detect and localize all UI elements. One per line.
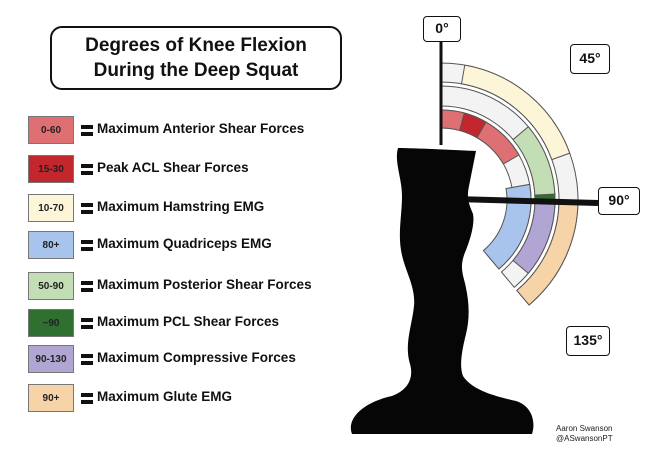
leg-silhouette: [350, 148, 534, 434]
arc-rings: [440, 62, 579, 306]
angle-label-0: 0°: [423, 16, 461, 42]
equals-icon: [81, 161, 93, 177]
arc-band-3: [460, 64, 571, 161]
legend: 0-60 Maximum Anterior Shear Forces 15-30…: [28, 116, 312, 412]
equals-icon: [81, 122, 93, 138]
legend-range: 15-30: [38, 163, 64, 175]
legend-swatch: 10-70: [28, 194, 74, 222]
author-name: Aaron Swanson: [556, 424, 613, 433]
author-credit: Aaron Swanson @ASwansonPT: [556, 424, 646, 444]
legend-range: ~90: [42, 317, 60, 329]
legend-label: Maximum Glute EMG: [97, 389, 233, 404]
title-box: Degrees of Knee Flexion During the Deep …: [50, 26, 342, 90]
legend-swatch: 80+: [28, 231, 74, 259]
legend-range: 0-60: [40, 124, 61, 136]
title-line-1: Degrees of Knee Flexion: [85, 35, 307, 56]
legend-range: 10-70: [38, 202, 64, 214]
author-handle: @ASwansonPT: [556, 434, 613, 443]
legend-range: 90-130: [35, 353, 67, 365]
equals-icon: [81, 278, 93, 294]
title-line-2: During the Deep Squat: [93, 60, 299, 81]
ninety-degree-line: [454, 196, 599, 206]
angle-label-135: 135°: [566, 326, 610, 356]
legend-label: Maximum Quadriceps EMG: [97, 236, 272, 251]
angle-label-90: 90°: [598, 187, 640, 215]
arc-band-8: [516, 199, 579, 306]
legend-range: 50-90: [38, 280, 64, 292]
legend-swatch: ~90: [28, 309, 74, 337]
legend-range: 90+: [42, 392, 60, 404]
legend-label: Maximum PCL Shear Forces: [97, 314, 280, 329]
arc-band-2: [459, 112, 487, 139]
legend-swatch: 90+: [28, 384, 74, 412]
angle-label-45: 45°: [570, 44, 610, 74]
legend-swatch: 15-30: [28, 155, 74, 183]
legend-swatch: 50-90: [28, 272, 74, 300]
legend-label: Maximum Posterior Shear Forces: [97, 277, 312, 292]
arc-band-4: [482, 183, 532, 270]
legend-swatch: 90-130: [28, 345, 74, 373]
equals-icon: [81, 351, 93, 367]
equals-icon: [81, 237, 93, 253]
legend-label: Maximum Compressive Forces: [97, 350, 296, 365]
bone-axis-lines: [439, 40, 599, 206]
arc-band-7: [512, 199, 556, 274]
legend-label: Maximum Hamstring EMG: [97, 199, 265, 214]
legend-label: Maximum Anterior Shear Forces: [97, 121, 305, 136]
legend-swatch: 0-60: [28, 116, 74, 144]
legend-range: 80+: [42, 239, 60, 251]
equals-icon: [81, 315, 93, 331]
equals-icon: [81, 390, 93, 406]
legend-label: Peak ACL Shear Forces: [97, 160, 249, 175]
equals-icon: [81, 200, 93, 216]
